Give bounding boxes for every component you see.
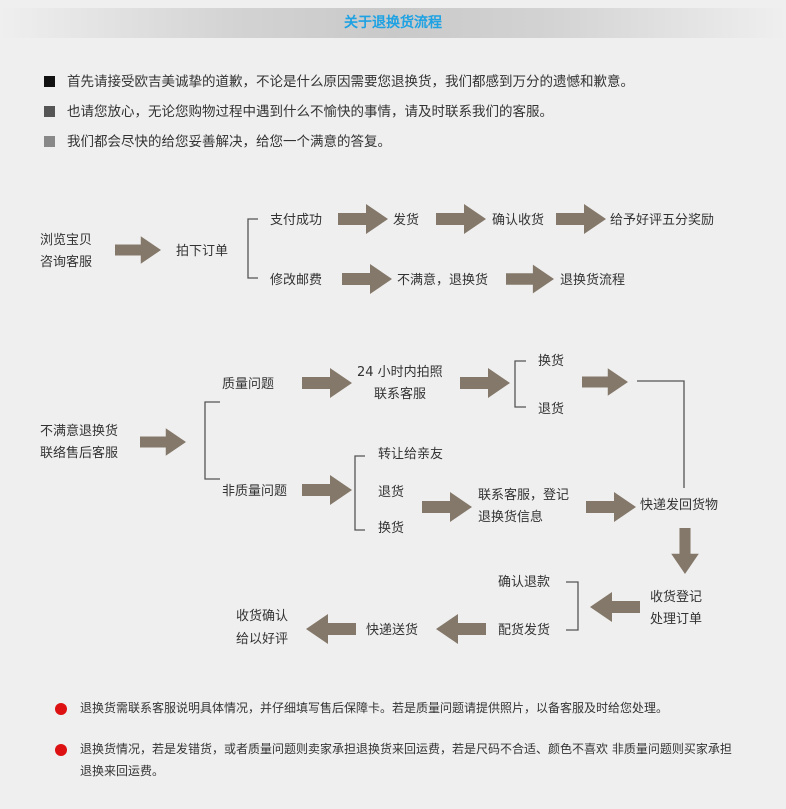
flow2-confirm-refund-node: 确认退款: [498, 575, 550, 590]
flow1-order-node: 拍下订单: [176, 244, 228, 259]
svg-text:退换货信息: 退换货信息: [478, 509, 543, 525]
arrow-right-icon: [115, 236, 161, 264]
intro-line-1: 首先请接受欧吉美诚挚的道歉，不论是什么原因需要您退换货，我们都感到万分的遗憾和歉…: [44, 70, 634, 90]
flow2-quality-node: 质量问题: [222, 377, 274, 392]
note-2: 退换货情况，若是发错货，或者质量问题则卖家承担退换货来回运费，若是尺码不合适、颜…: [80, 742, 732, 778]
flow2-dispatch-node: 配货发货: [498, 622, 550, 638]
svg-text:收货登记: 收货登记: [650, 589, 702, 605]
note-1: 退换货需联系客服说明具体情况，并仔细填写售后保障卡。若是质量问题请提供照片，以备…: [80, 701, 669, 715]
red-dot-bullet-icon: [55, 703, 67, 715]
flow2-connector-line: [637, 380, 685, 488]
square-bullet-icon: [44, 76, 55, 87]
flow2-final-node: 收货确认 给以好评: [236, 608, 288, 647]
svg-text:收货确认: 收货确认: [236, 608, 288, 624]
intro-line-3: 我们都会尽快的给您妥善解决，给您一个满意的答复。: [44, 130, 391, 150]
arrow-right-icon: [338, 204, 388, 234]
flow2-nonquality-node: 非质量问题: [222, 484, 287, 499]
arrow-right-icon: [436, 204, 486, 234]
flow2-refund-node-2: 退货: [378, 484, 404, 500]
arrow-right-icon: [302, 475, 352, 505]
flow2-start-node: 不满意退换货 联络售后客服: [40, 423, 118, 461]
square-bullet-icon: [44, 136, 55, 147]
square-bullet-icon: [44, 106, 55, 117]
flow2-gift-node: 转让给亲友: [378, 446, 443, 462]
flow1-pay-node: 支付成功: [270, 213, 322, 228]
flow1-bracket: [247, 218, 258, 279]
svg-text:处理订单: 处理订单: [650, 612, 702, 627]
arrow-right-icon: [556, 204, 606, 234]
arrow-right-icon: [140, 428, 186, 456]
flow2-dispatch-bracket: [566, 581, 579, 631]
flow1-modify-node: 修改邮费: [270, 273, 322, 288]
flow1-review-node: 给予好评五分奖励: [610, 213, 714, 228]
svg-text:浏览宝贝: 浏览宝贝: [40, 232, 92, 248]
arrow-left-icon: [590, 592, 640, 622]
svg-text:24 小时内拍照: 24 小时内拍照: [357, 364, 443, 380]
flow2-exchange-node-1: 换货: [538, 353, 564, 369]
arrow-right-icon: [506, 264, 554, 294]
flow2-nonquality-bracket: [354, 455, 365, 531]
arrow-right-icon: [586, 492, 636, 522]
arrow-right-icon: [460, 368, 510, 398]
svg-text:咨询客服: 咨询客服: [40, 254, 92, 270]
flow1-unsatisfied-node: 不满意，退换货: [397, 272, 488, 288]
flow1-start-node: 浏览宝贝 咨询客服: [40, 232, 92, 270]
arrow-left-icon: [306, 614, 356, 644]
flow2-express-back-node: 快递发回货物: [640, 497, 718, 513]
svg-text:给以好评: 给以好评: [236, 632, 288, 647]
flow2-exchange-node-2: 换货: [378, 520, 404, 536]
red-dot-bullet-icon: [55, 744, 67, 756]
flow2-contact-node: 联系客服，登记 退换货信息: [478, 487, 569, 525]
arrow-left-icon: [436, 614, 486, 644]
arrow-right-icon: [302, 368, 352, 398]
flow1-ship-node: 发货: [393, 212, 419, 228]
svg-text:联络售后客服: 联络售后客服: [40, 445, 118, 461]
svg-text:联系客服: 联系客服: [374, 386, 426, 402]
svg-text:不满意退换货: 不满意退换货: [40, 423, 118, 439]
flow2-express-send-node: 快递送货: [366, 622, 418, 638]
intro-line-2: 也请您放心，无论您购物过程中遇到什么不愉快的事情，请及时联系我们的客服。: [44, 100, 553, 120]
title-banner: 关于退换货流程: [0, 8, 786, 38]
flow2-main-bracket: [204, 401, 220, 480]
flow2-refund-node-1: 退货: [538, 401, 564, 417]
arrow-down-icon: [671, 528, 699, 574]
flow2-register-node: 收货登记 处理订单: [650, 589, 702, 627]
svg-text:联系客服，登记: 联系客服，登记: [478, 487, 569, 503]
arrow-right-icon: [422, 492, 472, 522]
page-title: 关于退换货流程: [344, 15, 442, 31]
flow2-quality-bracket: [514, 360, 526, 408]
arrow-right-icon: [342, 264, 392, 294]
flow1-return-flow-node: 退换货流程: [560, 272, 625, 288]
flow1-confirm-node: 确认收货: [492, 212, 544, 228]
arrow-right-icon: [582, 368, 628, 396]
flow2-photo-node: 24 小时内拍照 联系客服: [357, 364, 443, 402]
